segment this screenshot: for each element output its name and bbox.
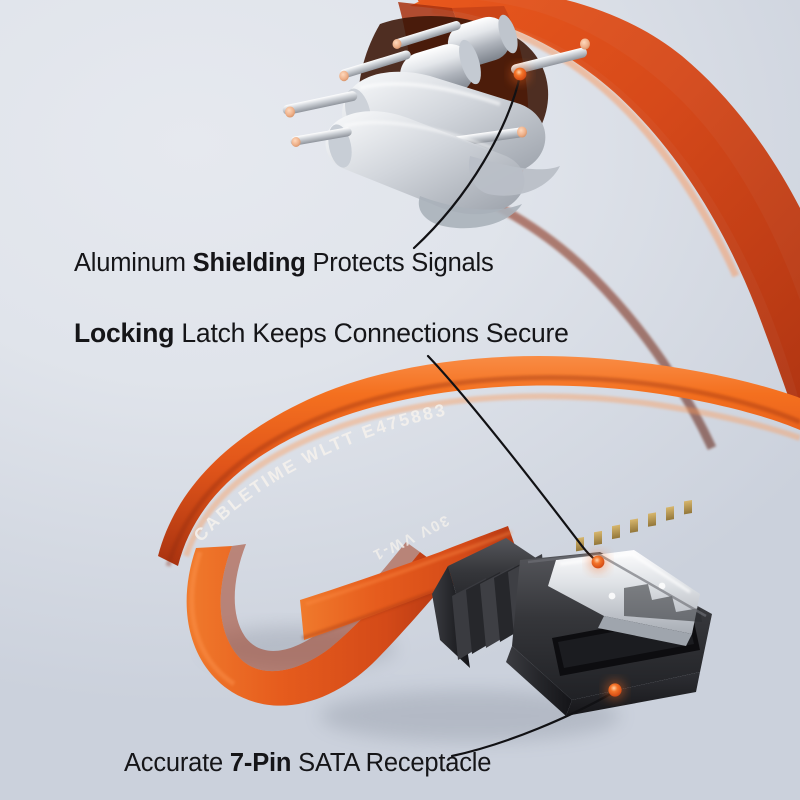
leader-receptacle <box>450 690 616 758</box>
foil-pair-2 <box>282 71 546 177</box>
dot-locking <box>588 552 608 572</box>
callout-receptacle-part-2: 7-Pin <box>229 749 292 777</box>
callout-dots <box>510 64 625 700</box>
callout-receptacle: Accurate 7-Pin SATA Receptacle <box>124 749 492 777</box>
callout-shielding-part-1: Aluminum <box>74 249 193 277</box>
callout-locking-part-2: Latch Keeps Connections Secure <box>174 318 569 348</box>
callout-shielding-part-2: Shielding <box>192 249 306 277</box>
callout-shielding-part-3: Protects Signals <box>305 249 494 277</box>
leader-shielding <box>412 74 522 250</box>
foil-pair-1 <box>290 111 525 215</box>
cable-tube-middle <box>158 355 800 567</box>
cable-loop-lower-left <box>186 526 520 706</box>
callout-locking: Locking Latch Keeps Connections Secure <box>74 320 569 347</box>
sata-right-angle-connector <box>432 499 712 716</box>
callout-receptacle-part-1: Accurate <box>124 749 230 777</box>
callout-shielding: Aluminum Shielding Protects Signals <box>74 249 494 277</box>
sata-pins <box>576 499 692 552</box>
dot-receptacle <box>605 680 625 700</box>
dot-shielding <box>510 64 530 84</box>
callout-locking-part-1: Locking <box>74 318 175 348</box>
metal-locking-latch <box>548 550 702 646</box>
callout-receptacle-part-3: SATA Receptacle <box>291 749 492 777</box>
shielded-pair-cutaway <box>282 14 590 229</box>
